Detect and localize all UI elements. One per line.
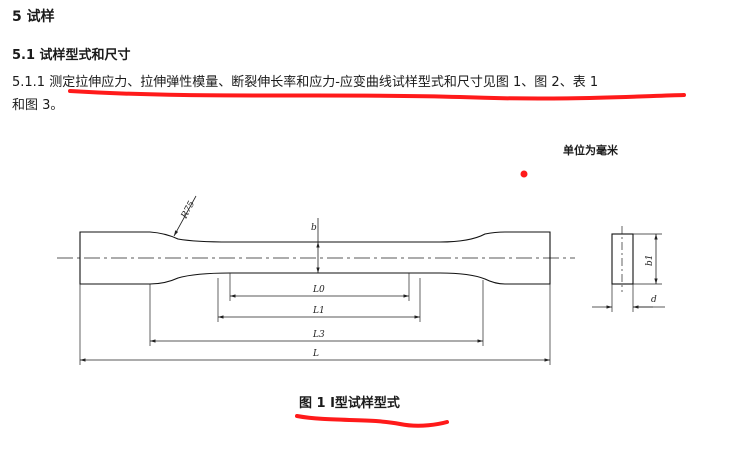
red-underline-caption [295,414,449,428]
unit-note: 单位为毫米 [563,144,618,157]
L0-label: L0 [312,285,325,295]
b1-label: b1 [645,255,655,267]
d-label: d [651,295,657,305]
red-underline-paragraph [68,89,686,101]
side-view [611,233,634,285]
L1-label: L1 [312,306,325,316]
paragraph-line-2: 和图 3。 [12,98,64,113]
red-dot [520,170,528,178]
L-label: L [312,349,319,359]
subsection-heading: 5.1 试样型式和尺寸 [12,48,131,63]
b-label: b [311,223,317,233]
section-heading: 5 试样 [12,9,55,25]
radius-label: R75 [179,199,197,221]
figure-caption: 图 1 Ⅰ型试样型式 [299,396,400,411]
L3-label: L3 [312,330,325,340]
paragraph-line-1: 5.1.1 测定拉伸应力、拉伸弹性模量、断裂伸长率和应力-应变曲线试样型式和尺寸… [12,75,599,90]
